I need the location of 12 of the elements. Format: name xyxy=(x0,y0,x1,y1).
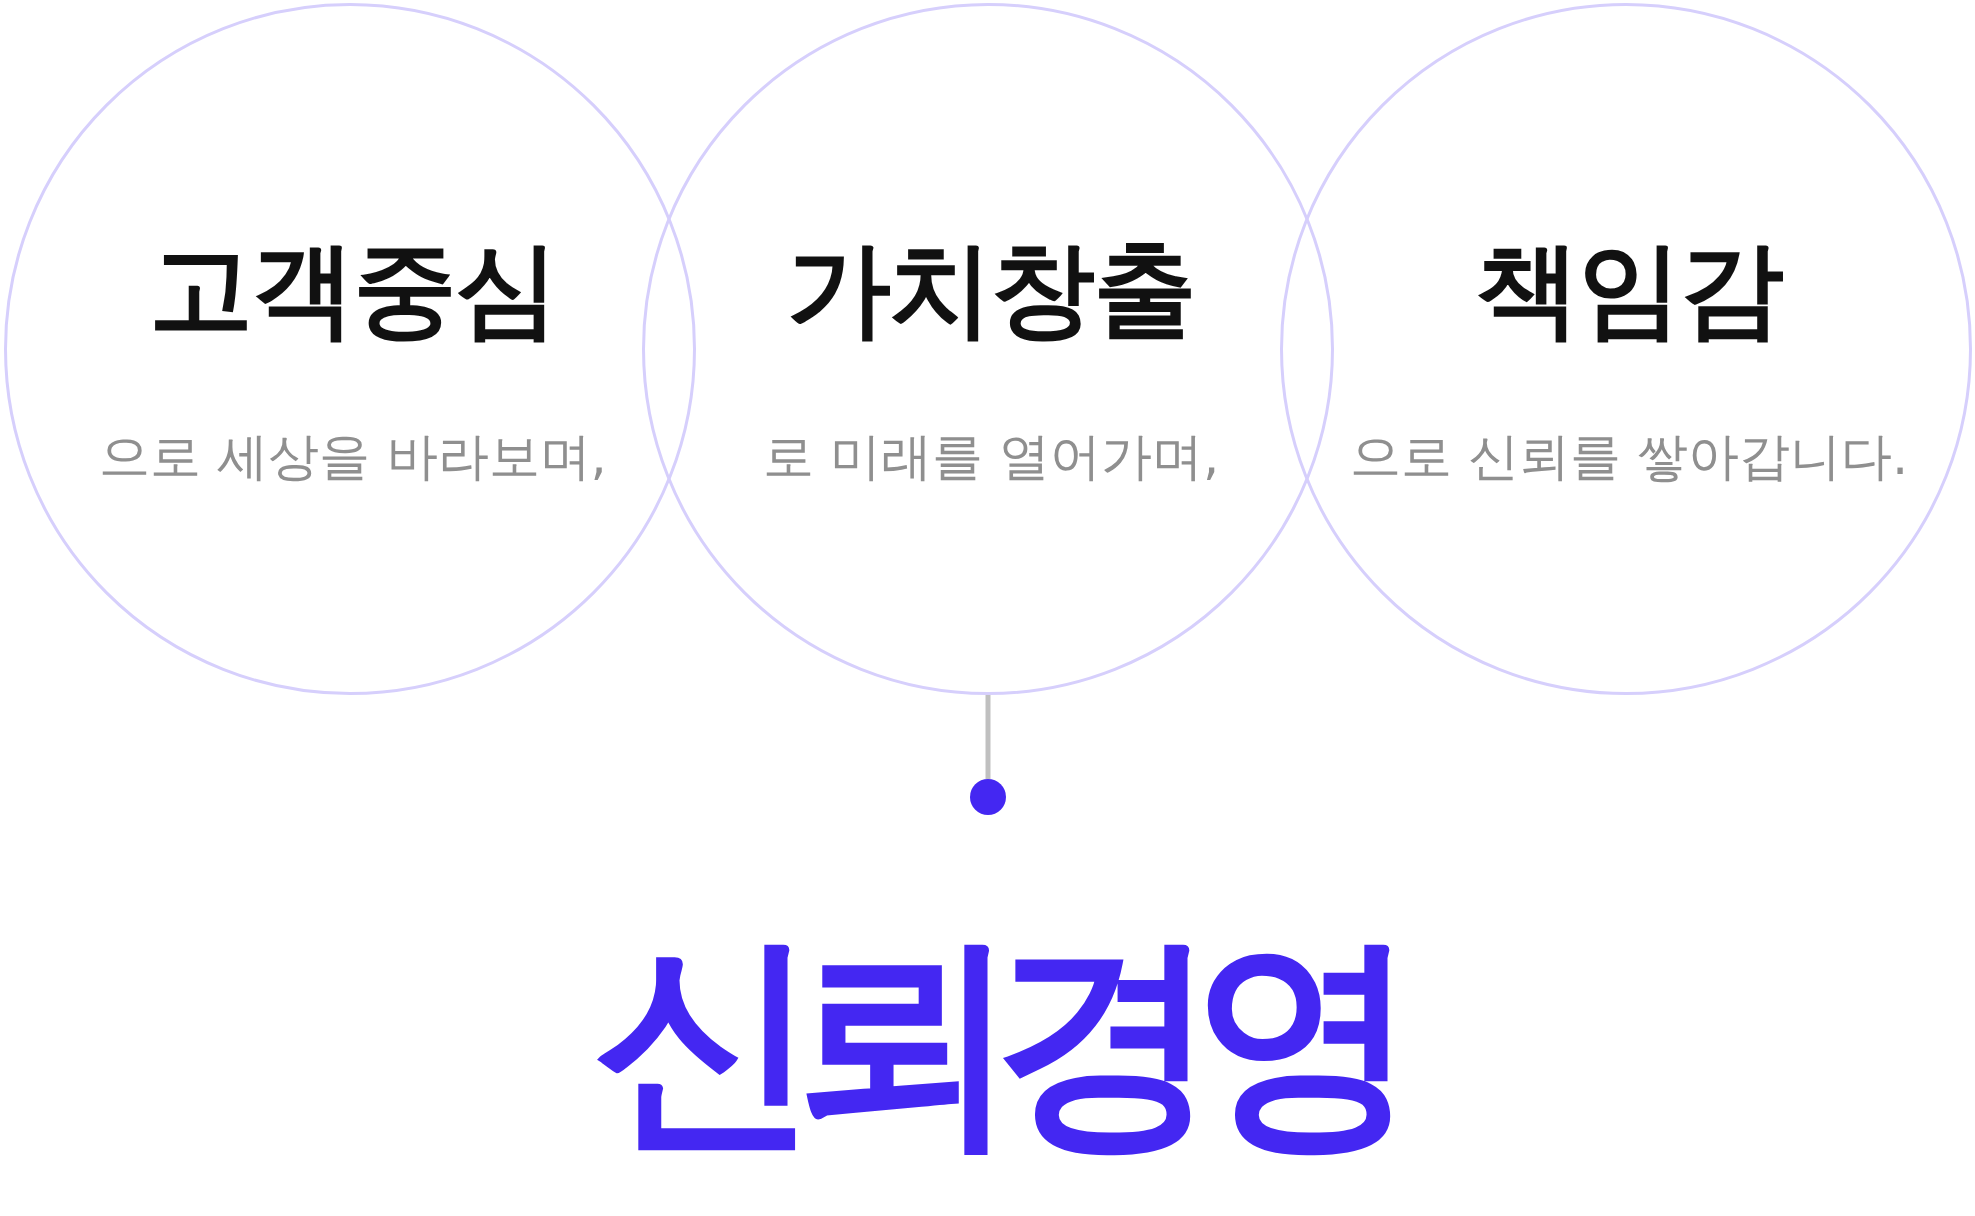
value-circle xyxy=(4,3,696,695)
circle-subtext: 로 미래를 열어가며, xyxy=(762,430,1220,482)
circle-heading: 고객중심 xyxy=(149,237,557,341)
value-circle xyxy=(1280,3,1972,695)
circle-subtext: 으로 신뢰를 쌓아갑니다. xyxy=(1349,430,1909,482)
connector-line xyxy=(985,695,991,779)
circle-heading: 가치창출 xyxy=(787,237,1195,341)
circle-heading: 책임감 xyxy=(1476,237,1782,341)
value-circle xyxy=(642,3,1334,695)
headline: 신뢰경영 xyxy=(592,926,1392,1154)
circle-subtext: 으로 세상을 바라보며, xyxy=(99,430,607,482)
end-dot xyxy=(970,779,1006,815)
